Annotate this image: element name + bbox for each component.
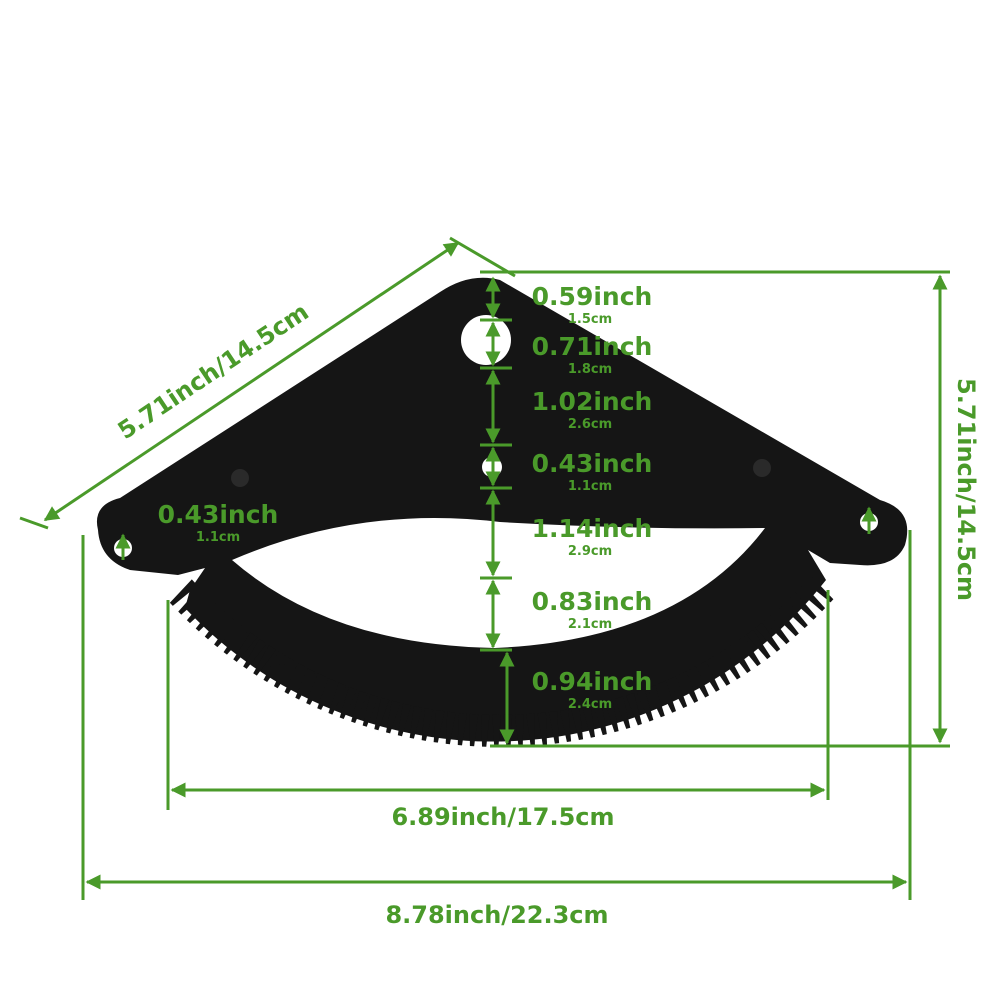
v-dim-inch-2: 1.02inch bbox=[532, 387, 653, 416]
v-dim-inch-4: 1.14inch bbox=[532, 514, 653, 543]
gear-tooth bbox=[604, 699, 619, 733]
gear-tooth bbox=[727, 642, 751, 674]
gear-tooth bbox=[263, 651, 286, 683]
gear-tooth bbox=[306, 673, 326, 705]
gear-tooth bbox=[571, 707, 584, 741]
gear-tooth bbox=[409, 706, 423, 739]
gear-tooth bbox=[582, 705, 596, 738]
dimple-left bbox=[231, 469, 249, 487]
gear-tooth bbox=[186, 595, 214, 624]
dimple-right bbox=[753, 459, 771, 477]
gear-tooth bbox=[233, 632, 258, 662]
v-dim-cm-3: 1.1cm bbox=[568, 479, 612, 494]
gear-tooth bbox=[169, 579, 198, 606]
gear-tooth bbox=[492, 714, 501, 747]
v-dim-cm-6: 2.4cm bbox=[568, 697, 612, 712]
gear-tooth bbox=[678, 671, 699, 703]
side-hole-inch-label: 0.43inch bbox=[158, 500, 279, 529]
v-dim-cm-0: 1.5cm bbox=[568, 312, 612, 327]
gear-tooth bbox=[797, 584, 826, 612]
gear-tooth bbox=[457, 712, 467, 746]
side-hole-cm-label: 1.1cm bbox=[196, 530, 240, 545]
gear-tooth bbox=[772, 608, 799, 637]
gear-tooth bbox=[204, 610, 231, 640]
gear-tooth bbox=[755, 622, 781, 652]
gear-tooth bbox=[469, 713, 479, 747]
gear-tooth bbox=[636, 689, 654, 722]
vertical-dimension-labels: 0.59inch 1.5cm 0.71inch 1.8cm 1.02inch 2… bbox=[532, 282, 653, 712]
gear-teeth bbox=[169, 576, 834, 747]
gear-tooth bbox=[688, 666, 709, 698]
gear-tooth bbox=[647, 685, 665, 718]
gear-tooth bbox=[805, 576, 834, 603]
gear-tooth bbox=[764, 615, 790, 645]
gear-tooth bbox=[481, 714, 490, 747]
gear-tooth bbox=[397, 703, 412, 737]
gear-tooth bbox=[421, 708, 434, 741]
gear-tooth bbox=[781, 600, 808, 629]
gear-tooth bbox=[514, 714, 524, 747]
gear-tooth bbox=[178, 587, 206, 615]
v-dim-inch-5: 0.83inch bbox=[532, 587, 653, 616]
v-dim-cm-2: 2.6cm bbox=[568, 417, 612, 432]
gear-tooth bbox=[593, 702, 607, 736]
v-dim-inch-3: 0.43inch bbox=[532, 449, 653, 478]
teeth-width-dimension-label: 6.89inch/17.5cm bbox=[391, 803, 614, 831]
gear-tooth bbox=[223, 625, 249, 655]
gear-tooth bbox=[253, 645, 277, 676]
gear-tooth bbox=[273, 657, 296, 689]
v-dim-cm-1: 1.8cm bbox=[568, 362, 612, 377]
mount-hole-top bbox=[461, 315, 511, 365]
gear-tooth bbox=[374, 697, 390, 731]
gear-tooth bbox=[386, 700, 401, 734]
gear-tooth bbox=[362, 694, 379, 727]
gear-tooth bbox=[433, 710, 445, 743]
gear-tooth bbox=[668, 676, 688, 708]
gear-tooth bbox=[351, 690, 368, 724]
gear-tooth bbox=[698, 660, 720, 692]
gear-tooth bbox=[295, 668, 316, 700]
gear-tooth bbox=[718, 649, 741, 680]
v-dim-inch-1: 0.71inch bbox=[532, 332, 653, 361]
gear-tooth bbox=[537, 712, 548, 745]
gear-tooth bbox=[328, 682, 347, 715]
gear-tooth bbox=[789, 592, 817, 620]
total-width-dimension-label: 8.78inch/22.3cm bbox=[385, 901, 608, 929]
gear-tooth bbox=[526, 713, 535, 746]
v-dim-cm-5: 2.1cm bbox=[568, 617, 612, 632]
gear-tooth bbox=[625, 692, 642, 726]
v-dim-inch-0: 0.59inch bbox=[532, 282, 653, 311]
gear-tooth bbox=[445, 711, 456, 745]
gear-tooth bbox=[708, 654, 731, 686]
dimension-lines bbox=[19, 236, 950, 900]
gear-tooth bbox=[746, 629, 771, 660]
gear-tooth bbox=[214, 618, 240, 648]
gear-tooth bbox=[317, 678, 336, 710]
gear-tooth bbox=[737, 636, 761, 667]
gear-tooth bbox=[339, 686, 357, 719]
height-dimension-label: 5.71inch/14.5cm bbox=[952, 378, 980, 601]
v-dim-cm-4: 2.9cm bbox=[568, 544, 612, 559]
v-dim-inch-6: 0.94inch bbox=[532, 667, 653, 696]
gear-tooth bbox=[559, 709, 572, 742]
gear-tooth bbox=[615, 696, 631, 729]
gear-tooth bbox=[548, 711, 560, 744]
gear-tooth bbox=[243, 638, 267, 669]
gear-tooth bbox=[284, 662, 306, 695]
gear-tooth bbox=[657, 680, 677, 713]
gear-tooth bbox=[195, 603, 222, 632]
